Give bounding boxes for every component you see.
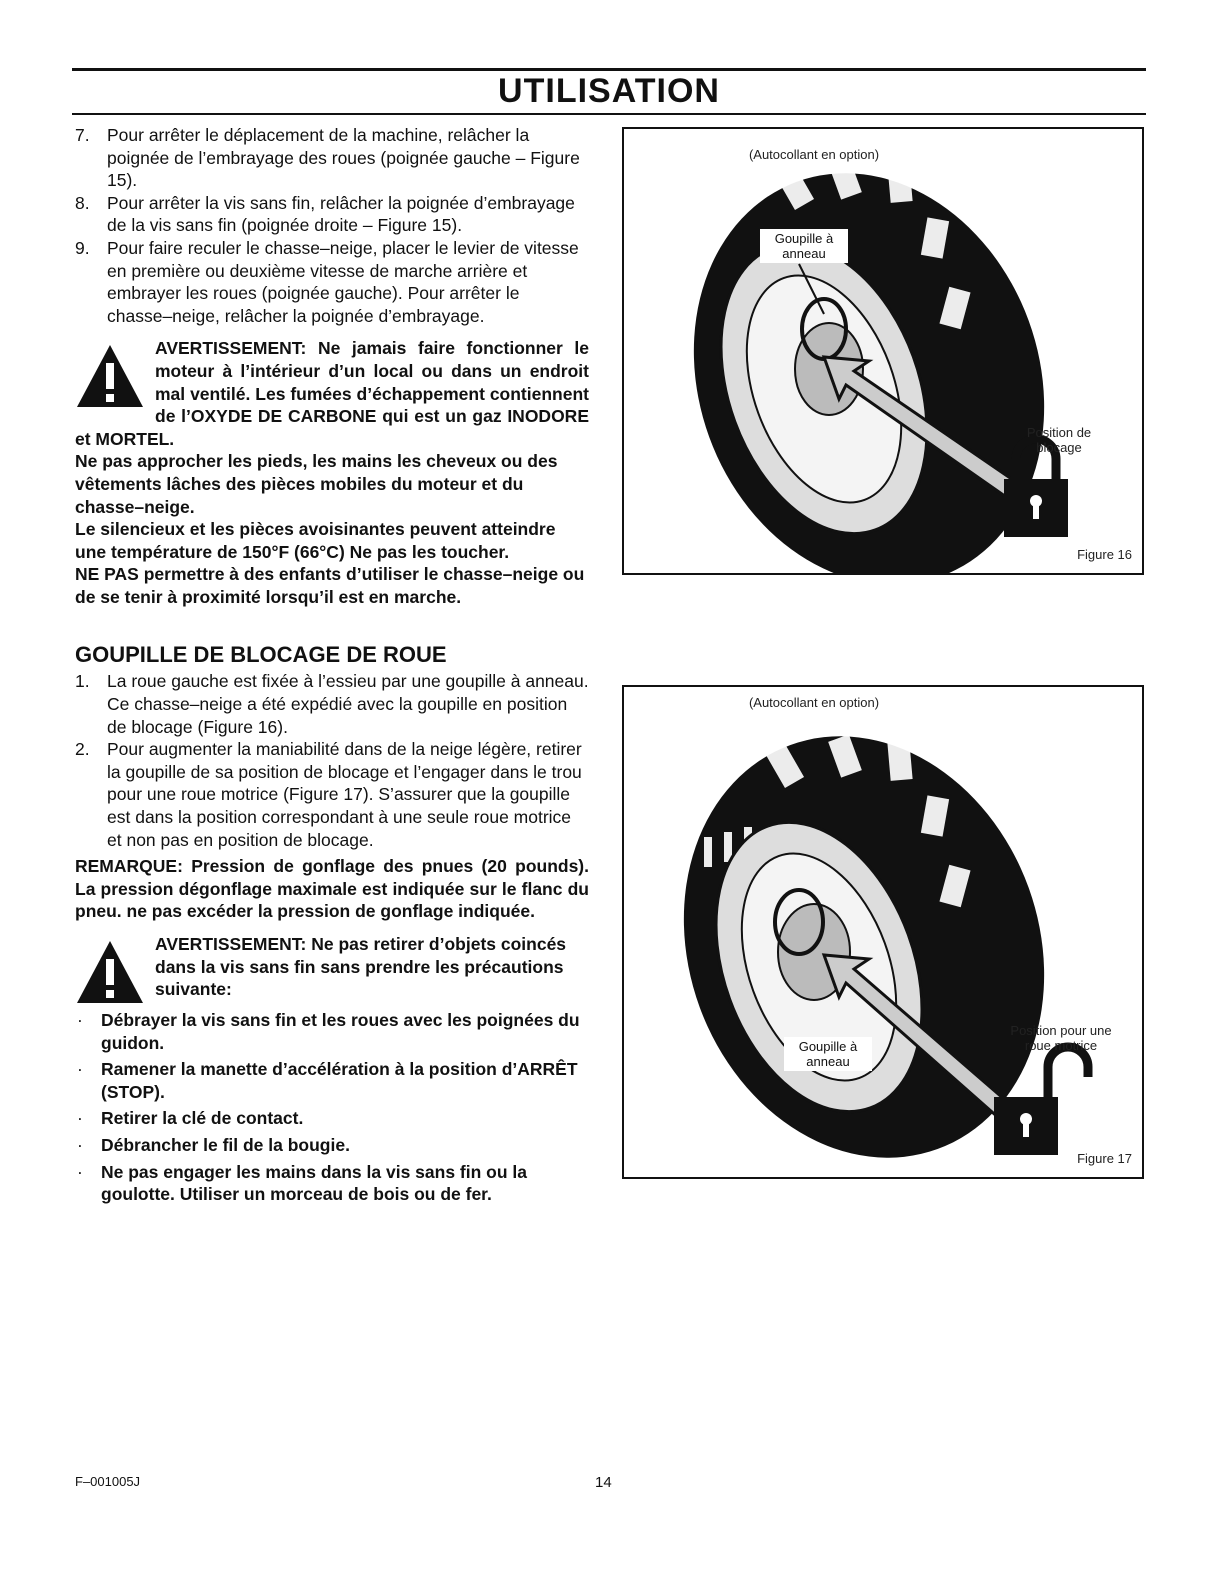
figure-caption: Figure 17 (1077, 1151, 1132, 1166)
warning-text: AVERTISSEMENT: Ne jamais faire fonctionn… (75, 338, 589, 449)
pin-label: Goupille à anneau (784, 1037, 872, 1071)
decal-label: (Autocollant en option) (748, 147, 880, 162)
list-item: 1. La roue gauche est fixée à l’essieu pa… (75, 670, 589, 738)
bullet-symbol: · (77, 1010, 83, 1030)
list-text: Pour arrêter le déplacement de la machin… (107, 125, 580, 191)
list-number: 1. (75, 671, 90, 692)
left-column: 7. Pour arrêter le déplacement de la mach… (75, 124, 589, 1206)
figure-16: (Autocollant en option) Goupille à annea… (622, 127, 1144, 575)
list-item: 2. Pour augmenter la maniabilité dans de … (75, 738, 589, 851)
list-number: 9. (75, 237, 90, 258)
bullet-symbol: · (77, 1059, 83, 1080)
bullet-text: Ne pas engager les mains dans la vis san… (101, 1161, 527, 1205)
list-text: Pour faire reculer le chasse–neige, plac… (107, 237, 579, 326)
page-number: 14 (595, 1474, 612, 1491)
padlock-locked-icon (1004, 434, 1068, 537)
tire-illustration (693, 156, 1068, 573)
list-text: Pour arrêter la vis sans fin, relâcher l… (107, 192, 575, 236)
header-rule-bottom (72, 113, 1146, 115)
page-title: UTILISATION (498, 72, 720, 110)
position-label: Position pour une roue motrice (1010, 1023, 1112, 1053)
position-label: Position de blocage (1026, 425, 1092, 455)
bullet-text: Ramener la manette d’accélération à la p… (101, 1059, 578, 1102)
pin-label: Goupille à anneau (760, 229, 848, 263)
list-number: 7. (75, 125, 90, 145)
header-rule-top (72, 68, 1146, 71)
bullet-item: · Retirer la clé de contact. (75, 1107, 589, 1130)
list-text: Pour augmenter la maniabilité dans de la… (107, 739, 582, 850)
figure-17: (Autocollant en option) Goupille à annea… (622, 685, 1144, 1179)
bullet-text: Débrancher le fil de la bougie. (101, 1134, 350, 1155)
remarque-note: REMARQUE: Pression de gonflage des pnues… (75, 856, 589, 922)
bullet-symbol: · (77, 1108, 83, 1129)
warning-paragraph: Ne pas approcher les pieds, les mains le… (75, 451, 558, 517)
list-number: 2. (75, 739, 90, 760)
warning-triangle-icon (77, 345, 143, 408)
tire-illustration (683, 734, 1093, 1158)
bullet-symbol: · (77, 1161, 83, 1182)
warning-triangle-icon (77, 941, 143, 1003)
bullet-text: Débrayer la vis sans fin et les roues av… (101, 1010, 580, 1053)
bullet-text: Retirer la clé de contact. (101, 1108, 304, 1129)
warning-block: AVERTISSEMENT: Ne jamais faire fonctionn… (75, 337, 589, 450)
warning-text: AVERTISSEMENT: Ne pas retirer d’objets c… (155, 934, 567, 1000)
warning-paragraph: Le silencieux et les pièces avoisinantes… (75, 519, 556, 562)
figure-caption: Figure 16 (1077, 547, 1132, 562)
bullet-item: · Débrayer la vis sans fin et les roues a… (75, 1009, 589, 1054)
document-code: F–001005J (75, 1474, 141, 1489)
list-item: 7. Pour arrêter le déplacement de la mach… (75, 124, 589, 192)
list-item: 8. Pour arrêter la vis sans fin, relâcher… (75, 192, 589, 237)
bullet-item: · Débrancher le fil de la bougie. (75, 1134, 589, 1157)
list-text: La roue gauche est fixée à l’essieu par … (107, 671, 589, 737)
bullet-item: · Ramener la manette d’accélération à la … (75, 1058, 589, 1103)
list-item: 9. Pour faire reculer le chasse–neige, pl… (75, 237, 589, 327)
warning-paragraph: NE PAS permettre à des enfants d’utilise… (75, 564, 585, 607)
decal-label: (Autocollant en option) (748, 695, 880, 710)
section-heading: GOUPILLE DE BLOCAGE DE ROUE (75, 642, 447, 668)
bullet-symbol: · (77, 1134, 83, 1155)
padlock-unlocked-icon (994, 1042, 1093, 1155)
bullet-item: · Ne pas engager les mains dans la vis sa… (75, 1161, 589, 1206)
list-number: 8. (75, 192, 90, 213)
warning-block: AVERTISSEMENT: Ne pas retirer d’objets c… (75, 933, 589, 1005)
